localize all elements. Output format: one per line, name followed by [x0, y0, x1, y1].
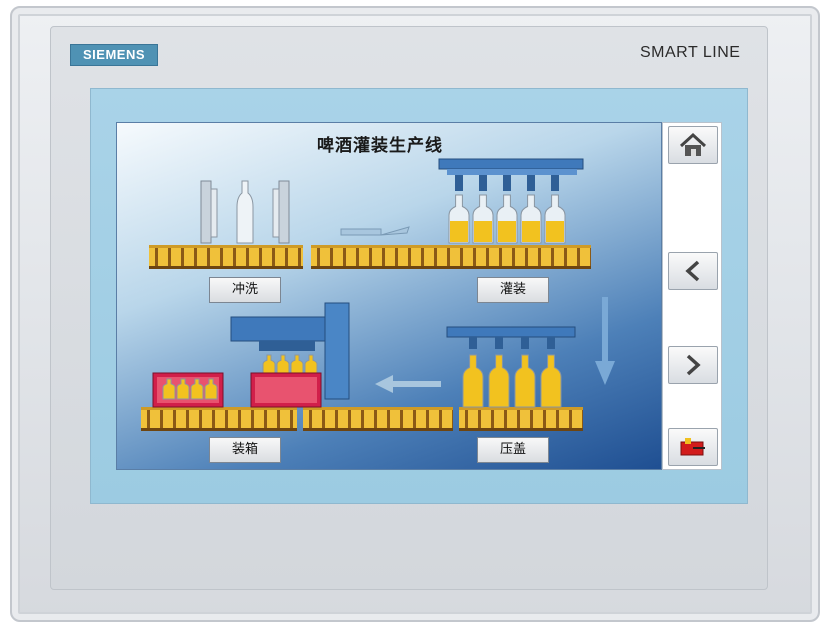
fill-nozzles	[455, 175, 559, 191]
chevron-left-icon	[685, 260, 700, 282]
next-button[interactable]	[668, 346, 718, 384]
exit-icon	[680, 438, 705, 456]
bottle	[276, 354, 290, 378]
nozzle	[527, 175, 535, 191]
chevron-right-icon	[686, 354, 701, 376]
model-label: SMART LINE	[640, 44, 741, 61]
process-screen: 啤酒灌装生产线 冲洗 灌装 装箱 压盖	[116, 122, 662, 470]
conveyor-bottom-right	[459, 407, 583, 431]
nozzle	[479, 175, 487, 191]
rinse-station-graphic	[200, 180, 290, 244]
cap-head	[469, 337, 477, 349]
nozzle	[455, 175, 463, 191]
crate-right	[250, 372, 322, 408]
page-title: 啤酒灌装生产线	[317, 136, 443, 156]
bottle	[190, 378, 204, 400]
nozzle	[503, 175, 511, 191]
exit-button[interactable]	[668, 428, 718, 466]
arrow-left-icon	[375, 375, 441, 393]
cap-bottles	[462, 354, 562, 408]
bottle	[204, 378, 218, 400]
conveyor-bottom-mid	[303, 407, 453, 431]
bottle-liquid	[498, 221, 516, 242]
nav-sidebar	[662, 122, 722, 470]
home-icon	[679, 132, 707, 156]
bottle	[262, 354, 276, 378]
nozzle	[551, 175, 559, 191]
filling-station-graphic	[438, 158, 584, 175]
conveyor-top-left	[149, 245, 303, 269]
station-label-cap[interactable]: 压盖	[477, 437, 549, 463]
bottle	[304, 354, 318, 378]
conveyor-bottom-left	[141, 407, 297, 431]
bottle-liquid	[522, 221, 540, 242]
bottle-liquid	[474, 221, 492, 242]
cap-head	[521, 337, 529, 349]
brand-logo: SIEMENS	[70, 44, 158, 66]
bottle	[514, 354, 536, 408]
bottle	[290, 354, 304, 378]
bottle	[462, 354, 484, 408]
home-button[interactable]	[668, 126, 718, 164]
conveyor-top-right	[311, 245, 591, 269]
bottle	[162, 378, 176, 400]
station-label-fill[interactable]: 灌装	[477, 277, 549, 303]
station-label-rinse[interactable]: 冲洗	[209, 277, 281, 303]
arrow-right-icon	[340, 226, 410, 236]
bottle	[540, 354, 562, 408]
cap-head	[547, 337, 555, 349]
bottle-liquid	[450, 221, 468, 242]
bottle-liquid	[546, 221, 564, 242]
bottle	[176, 378, 190, 400]
station-label-pack[interactable]: 装箱	[209, 437, 281, 463]
process-graphics	[152, 158, 615, 408]
bottle	[488, 354, 510, 408]
packing-machine-graphic	[230, 302, 350, 400]
prev-button[interactable]	[668, 252, 718, 290]
cap-head	[495, 337, 503, 349]
cap-heads	[469, 337, 555, 349]
arrow-down-icon	[595, 297, 615, 385]
capping-station-graphic	[446, 326, 576, 338]
pack-bottles	[262, 354, 318, 378]
fill-bottles	[448, 194, 566, 244]
